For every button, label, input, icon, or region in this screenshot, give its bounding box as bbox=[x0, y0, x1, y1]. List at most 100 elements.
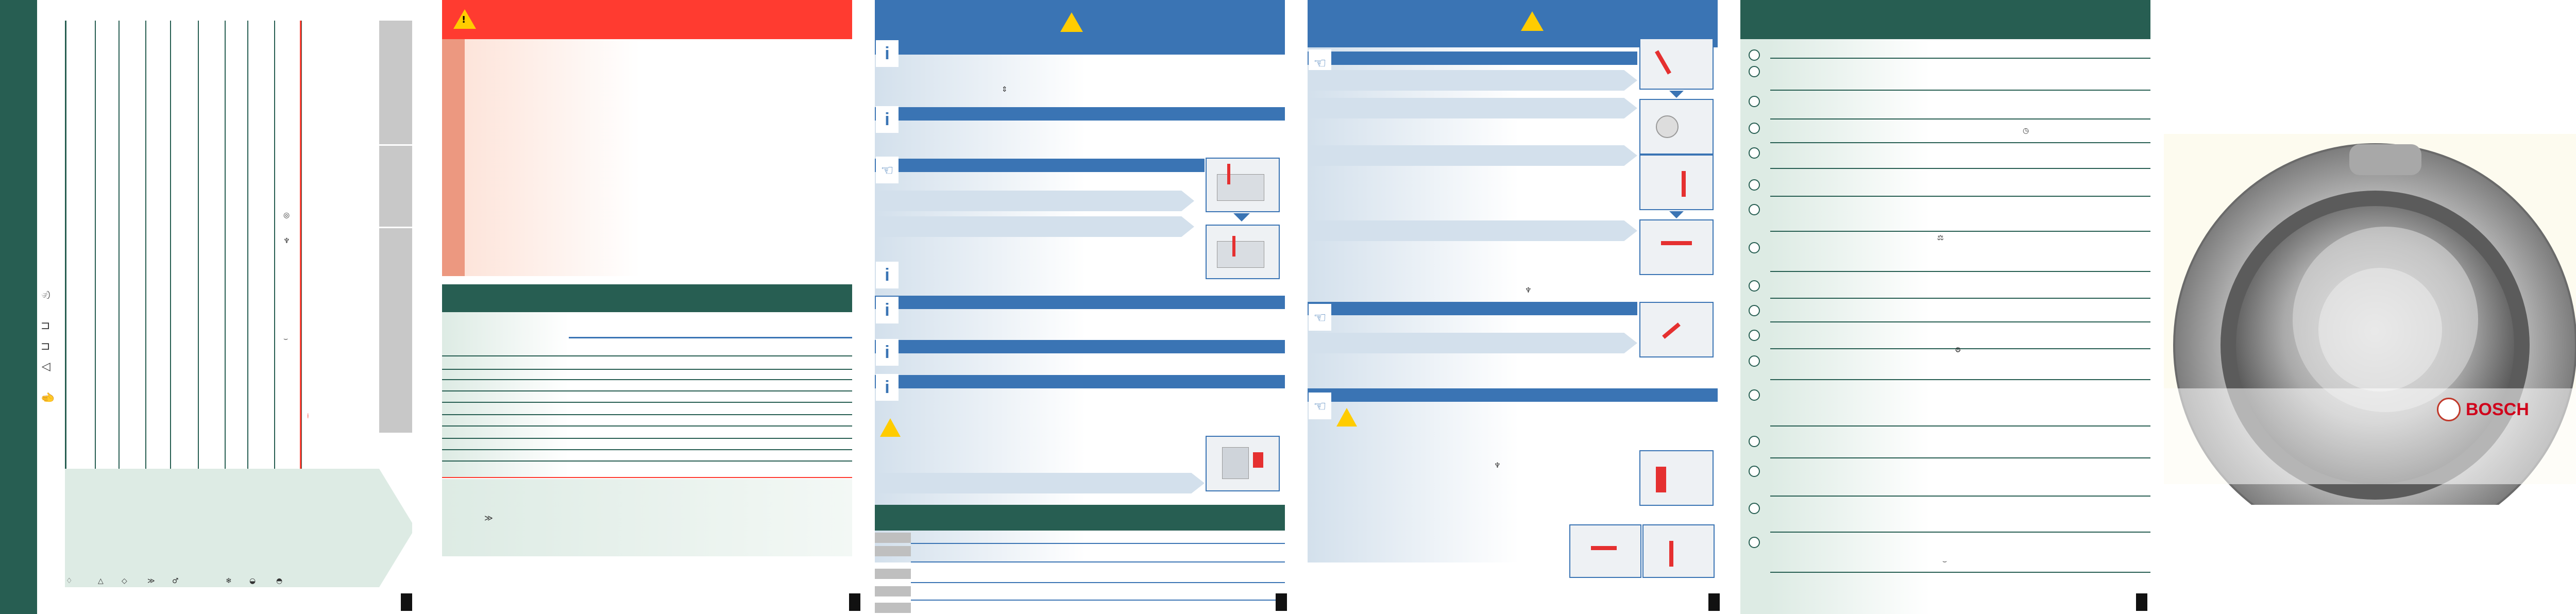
action-band bbox=[875, 159, 1205, 172]
row-number-circle bbox=[1749, 355, 1760, 367]
row-rule bbox=[1770, 457, 2150, 458]
row-rule bbox=[1770, 572, 2150, 573]
gray-divider bbox=[379, 227, 412, 228]
info-icon: i bbox=[876, 339, 899, 366]
red-line bbox=[300, 21, 301, 587]
row-rule bbox=[1770, 90, 2150, 91]
filter-photo bbox=[1206, 436, 1280, 491]
column-line bbox=[65, 21, 66, 587]
row-number-circle bbox=[1749, 242, 1760, 253]
hand-icon: ☜ bbox=[876, 157, 899, 183]
drawer-photo-1 bbox=[1206, 158, 1280, 212]
column-line bbox=[95, 21, 96, 587]
gray-cell bbox=[875, 586, 911, 596]
row-number-circle bbox=[1749, 280, 1760, 292]
row-icon: ❄ bbox=[226, 577, 232, 585]
row-rule bbox=[1770, 271, 2150, 272]
table-rule bbox=[442, 414, 852, 415]
table-rule bbox=[442, 425, 852, 427]
warning-icon bbox=[1521, 11, 1544, 31]
row-icon: ◓ bbox=[276, 577, 283, 585]
row-number-circle bbox=[1749, 305, 1760, 316]
info-icon: i bbox=[876, 297, 899, 323]
tub-40-icon: ⊔ bbox=[39, 342, 53, 351]
info-band bbox=[875, 375, 1285, 388]
row-rule bbox=[1770, 142, 2150, 143]
row-icon: △ bbox=[98, 577, 104, 585]
column-line bbox=[198, 21, 199, 587]
row-rule bbox=[1770, 196, 2150, 197]
column-line bbox=[274, 21, 275, 587]
column-line bbox=[301, 21, 302, 587]
table-gradient bbox=[442, 312, 569, 477]
table-rule bbox=[442, 449, 852, 450]
row-number-circle bbox=[1749, 466, 1760, 477]
green-arrow-band bbox=[65, 469, 379, 587]
red-header bbox=[442, 0, 852, 39]
row-number-circle bbox=[1749, 179, 1760, 191]
drain-icon: ♆ bbox=[1525, 286, 1532, 295]
step-arrow bbox=[875, 191, 1194, 211]
row-number-circle bbox=[1749, 66, 1760, 77]
step-arrow bbox=[1308, 70, 1637, 91]
salmon-strip bbox=[442, 39, 465, 276]
row-rule bbox=[1770, 348, 2150, 349]
dryer-icon: ◎ bbox=[283, 211, 290, 219]
row-number-circle bbox=[1749, 204, 1760, 215]
pump-photo-3 bbox=[1639, 155, 1714, 210]
timer-icon: ◷ bbox=[2023, 127, 2029, 135]
green-number-column bbox=[1740, 39, 1770, 614]
row-gradient bbox=[1770, 39, 1930, 614]
hose-photo bbox=[1639, 302, 1714, 357]
row-number-circle bbox=[1749, 537, 1760, 548]
row-number-circle bbox=[1749, 330, 1760, 341]
row-number-circle bbox=[1749, 503, 1760, 514]
row-icon: ◇ bbox=[122, 577, 127, 585]
green-header bbox=[442, 284, 852, 312]
step-arrow bbox=[1308, 98, 1637, 118]
crop-mark bbox=[2136, 593, 2147, 611]
panel-4: ☜ ♆ ☜ ☜ ♆ bbox=[1298, 0, 1726, 614]
row-icon: ◒ bbox=[249, 577, 256, 585]
symbol-icon: ⇕ bbox=[1002, 86, 1008, 94]
table-rule bbox=[442, 460, 852, 462]
column-line bbox=[118, 21, 120, 587]
panel-2: ! ≫ bbox=[433, 0, 860, 614]
down-arrow bbox=[1233, 213, 1250, 221]
table-rule bbox=[442, 438, 852, 439]
logo-band bbox=[2164, 388, 2576, 484]
action-band bbox=[1308, 302, 1637, 315]
table-rule bbox=[911, 543, 1285, 544]
gray-cell bbox=[875, 603, 911, 613]
bosch-emblem-icon bbox=[2437, 398, 2461, 421]
row-icon: ♢ bbox=[66, 577, 73, 585]
crop-mark bbox=[1708, 593, 1720, 611]
gray-cell bbox=[875, 569, 911, 579]
step-arrow bbox=[1308, 333, 1637, 353]
step-arrow bbox=[1308, 220, 1637, 241]
hand-icon: ☜ bbox=[1309, 304, 1331, 331]
action-band bbox=[1308, 52, 1637, 65]
blue-line bbox=[442, 337, 852, 338]
crop-mark bbox=[401, 593, 412, 611]
info-icon: i bbox=[876, 374, 899, 401]
hand-wash-icon: ✋ bbox=[42, 390, 55, 405]
row-rule bbox=[1770, 425, 2150, 427]
gray-divider bbox=[379, 144, 412, 146]
tub-60-icon: △ bbox=[39, 363, 52, 371]
warning-gradient bbox=[465, 39, 640, 276]
action-band bbox=[1308, 388, 1718, 402]
row-rule bbox=[1770, 231, 2150, 232]
row-number-circle bbox=[1749, 96, 1760, 107]
drawer-photo-2 bbox=[1206, 225, 1280, 279]
pump-photo-2 bbox=[1639, 99, 1714, 155]
green-arrow-tip bbox=[379, 469, 412, 587]
detergent-icon: ⚖ bbox=[1937, 234, 1944, 242]
wool-hand-icon: ♨ bbox=[40, 289, 53, 300]
drain-photo-1 bbox=[1639, 450, 1714, 506]
info-band bbox=[875, 296, 1285, 309]
row-rule bbox=[1770, 58, 2150, 59]
gray-cell bbox=[875, 533, 911, 543]
green-note-box bbox=[442, 479, 852, 556]
table-rule bbox=[442, 379, 852, 380]
